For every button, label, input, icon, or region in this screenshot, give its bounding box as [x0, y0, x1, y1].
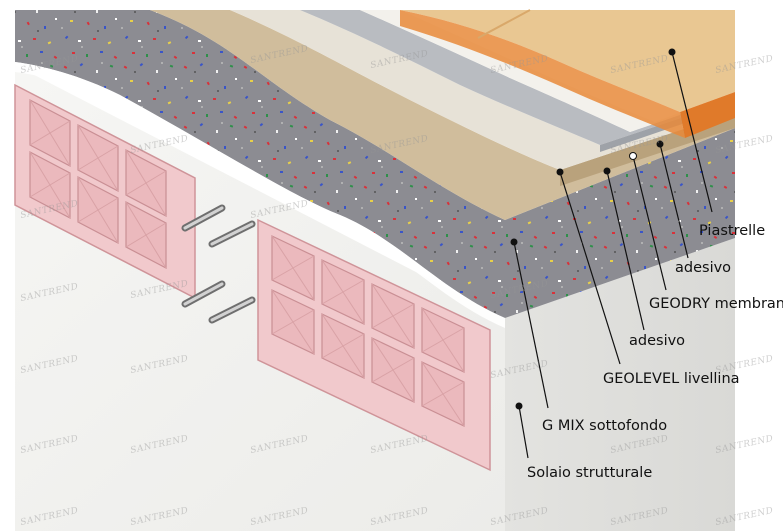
- hollow-brick-right: [257, 218, 491, 472]
- label-piastrelle: Piastrelle: [699, 223, 766, 239]
- tile-layer: [400, 10, 735, 112]
- tile-joint: [477, 9, 531, 39]
- label-gmix-sottofondo: G MIX sottofondo: [542, 418, 668, 434]
- label-solaio-strutturale: Solaio strutturale: [527, 465, 653, 481]
- adhesive-layer-lower: [230, 10, 735, 170]
- label-geodry-membrana: GEODRY membrana: [649, 296, 783, 312]
- label-geolevel-livellina: GEOLEVEL livellina: [603, 371, 740, 387]
- leader-lines: [513, 51, 713, 459]
- leader-dots: [510, 48, 676, 410]
- label-adesivo-lower: adesivo: [629, 333, 686, 349]
- label-adesivo-upper: adesivo: [675, 260, 732, 276]
- tile-front-edge: [400, 10, 685, 138]
- slab-side-face: [505, 238, 735, 531]
- tile-edge: [680, 92, 735, 138]
- reinforcement-bars: [181, 204, 256, 324]
- gmix-screed-layer: [15, 10, 735, 318]
- geodry-membrane-layer: [300, 10, 735, 145]
- hollow-brick-left: [14, 83, 196, 300]
